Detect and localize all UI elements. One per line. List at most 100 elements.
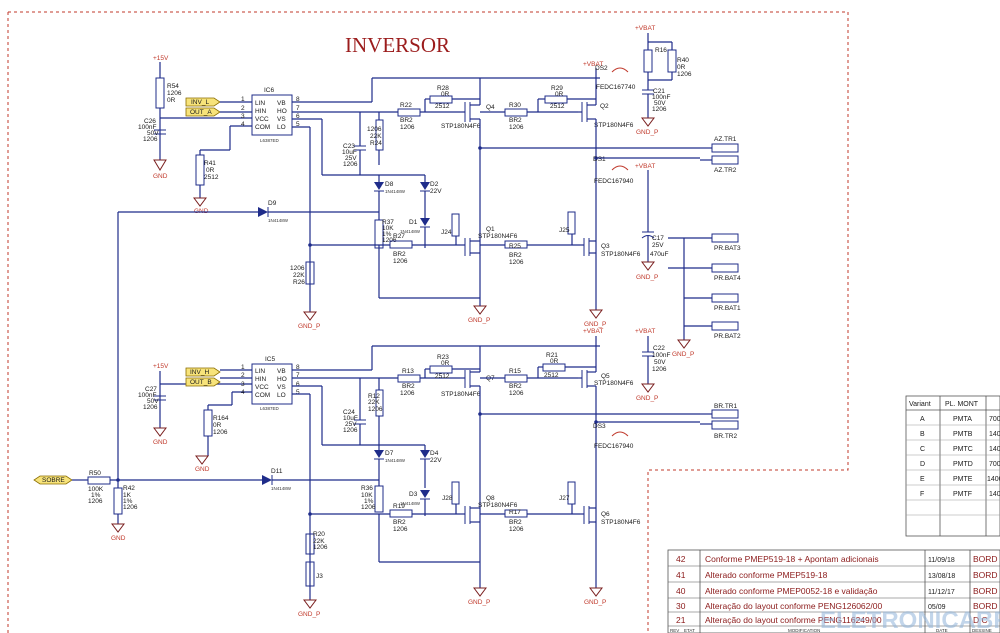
q4-symbol xyxy=(460,102,480,122)
j28-ref: J28 xyxy=(442,495,453,502)
r19-body xyxy=(389,509,413,518)
c24-ref: C24 xyxy=(343,409,355,416)
r37-tol: 1% xyxy=(382,231,392,238)
r54-val: 0R xyxy=(167,97,176,104)
r26-body xyxy=(305,261,315,285)
r25-ref: R25 xyxy=(509,243,521,250)
d4-ref: D4 xyxy=(430,450,439,457)
r26-val: 22K xyxy=(293,272,305,279)
r15-body xyxy=(504,374,528,383)
gnd-p-top-1: GND_P xyxy=(298,323,320,330)
c21-val: 100nF xyxy=(652,94,670,101)
d11-ref: D11 xyxy=(271,468,283,475)
d9-ref: D9 xyxy=(268,200,277,207)
ic5-pin-ho: HO xyxy=(277,376,287,383)
c27-volt: 50V xyxy=(147,398,159,405)
j28-body xyxy=(451,481,460,505)
az-tr1-connector xyxy=(711,143,739,153)
variant-row-a-id: A xyxy=(920,416,925,423)
q8-ref: Q8 xyxy=(486,495,495,502)
rev-30-text: Alteração do layout conforme PENG126062/… xyxy=(705,601,882,611)
q3-part: STP180N4F6 xyxy=(601,251,641,258)
variant-row-e-val: 1400 xyxy=(987,476,1000,483)
sheet-border xyxy=(8,11,849,633)
r50-tol: 1% xyxy=(91,492,101,499)
d8-ref: D8 xyxy=(385,181,394,188)
variant-row-b-pl: PMTB xyxy=(953,431,973,438)
ic5-pin-num-7: 7 xyxy=(296,372,300,379)
ic6-pin-vcc: VCC xyxy=(255,116,269,123)
ic6-pin-hin: HIN xyxy=(255,108,267,115)
variant-row-c-val: 140 xyxy=(989,446,1000,453)
r36-tol: 1% xyxy=(364,498,374,505)
ic5-pin-num-6: 6 xyxy=(296,381,300,388)
r27-mark: BR2 xyxy=(393,251,406,258)
ds1-part: FEDC167940 xyxy=(594,178,634,185)
az-tr1-label: AZ.TR1 xyxy=(714,136,737,143)
ic6-pin-num-8: 8 xyxy=(296,96,300,103)
variant-row-f-val: 140 xyxy=(989,491,1000,498)
ic6-pin-num-4: 4 xyxy=(241,121,245,128)
d3-part: 1N4148W xyxy=(400,501,421,506)
variant-row-d-id: D xyxy=(920,461,925,468)
r13-body xyxy=(397,374,421,383)
br-tr2-connector xyxy=(711,420,739,430)
c17-val: 470uF xyxy=(650,251,668,258)
ic5-body xyxy=(251,363,293,405)
r30-mark: BR2 xyxy=(509,117,522,124)
r37-ref: R37 xyxy=(382,219,394,226)
r36-body xyxy=(374,485,384,513)
ds3-ref: DS3 xyxy=(593,423,606,430)
d9-symbol xyxy=(258,207,268,217)
rev-21-text: Alteração do layout conforme PENG116249/… xyxy=(705,615,882,625)
c26-volt: 50V xyxy=(147,130,159,137)
q6-ref: Q6 xyxy=(601,511,610,518)
ic5-pin-num-2: 2 xyxy=(241,372,245,379)
r42-val: 1K xyxy=(123,492,132,499)
ic6-pin-vb: VB xyxy=(277,100,286,107)
gnd-bottom-2: GND xyxy=(195,466,210,473)
r29-val: 0R xyxy=(555,91,564,98)
r36-pkg: 1206 xyxy=(361,504,376,511)
net-inv-h-label: INV_H xyxy=(190,369,209,376)
gnd-top-1: GND xyxy=(153,173,168,180)
d7-symbol xyxy=(374,450,384,458)
gnd-p-c22: GND_P xyxy=(636,395,658,402)
r164-body xyxy=(203,409,213,437)
pr-bat4-connector xyxy=(711,263,739,273)
r26-ref: R26 xyxy=(293,279,305,286)
c17-ref: C17 xyxy=(652,235,664,242)
r164-val: 0R xyxy=(213,422,222,429)
r42-ref: R42 xyxy=(123,485,135,492)
d11-symbol xyxy=(262,475,272,485)
ic6-pin-num-6: 6 xyxy=(296,113,300,120)
r30-body xyxy=(504,108,528,117)
rev-footer-modification: MODIFICATION xyxy=(788,628,820,633)
ic6-pin-com: COM xyxy=(255,124,270,131)
c23-val: 10uF xyxy=(342,149,357,156)
pr-bat3-label: PR.BAT3 xyxy=(714,245,741,252)
r50-ref: R50 xyxy=(89,470,101,477)
page-title: INVERSOR xyxy=(345,33,450,57)
rev-footer-dessine: DESSINE xyxy=(972,628,992,633)
gnd-bottom-3: GND xyxy=(111,535,126,542)
vbat-label-top-3: +VBAT xyxy=(635,163,655,170)
r50-body xyxy=(87,476,111,485)
q6-part: STP180N4F6 xyxy=(601,519,641,526)
rev-40-by: BORD xyxy=(973,586,998,596)
variant-row-e-id: E xyxy=(920,476,925,483)
variant-row-f-id: F xyxy=(920,491,924,498)
stage-bottom: +15V C27 100nF 50V 1206 GND INV_H OUT_B … xyxy=(33,328,739,618)
rev-30-date: 05/09 xyxy=(928,604,946,611)
rev-21-by: D C xyxy=(973,615,988,625)
c23-volt: 25V xyxy=(345,155,357,162)
r30-pkg: 1206 xyxy=(509,124,524,131)
rev-21-number: 21 xyxy=(676,615,686,625)
d1-ref: D1 xyxy=(409,219,418,226)
gnd-p-q1: GND_P xyxy=(468,317,490,324)
pr-bat1-label: PR.BAT1 xyxy=(714,305,741,312)
c22-val: 100nF xyxy=(652,352,670,359)
c21-pkg: 1206 xyxy=(652,106,667,113)
gnd-p-bottom-1: GND_P xyxy=(298,611,320,618)
